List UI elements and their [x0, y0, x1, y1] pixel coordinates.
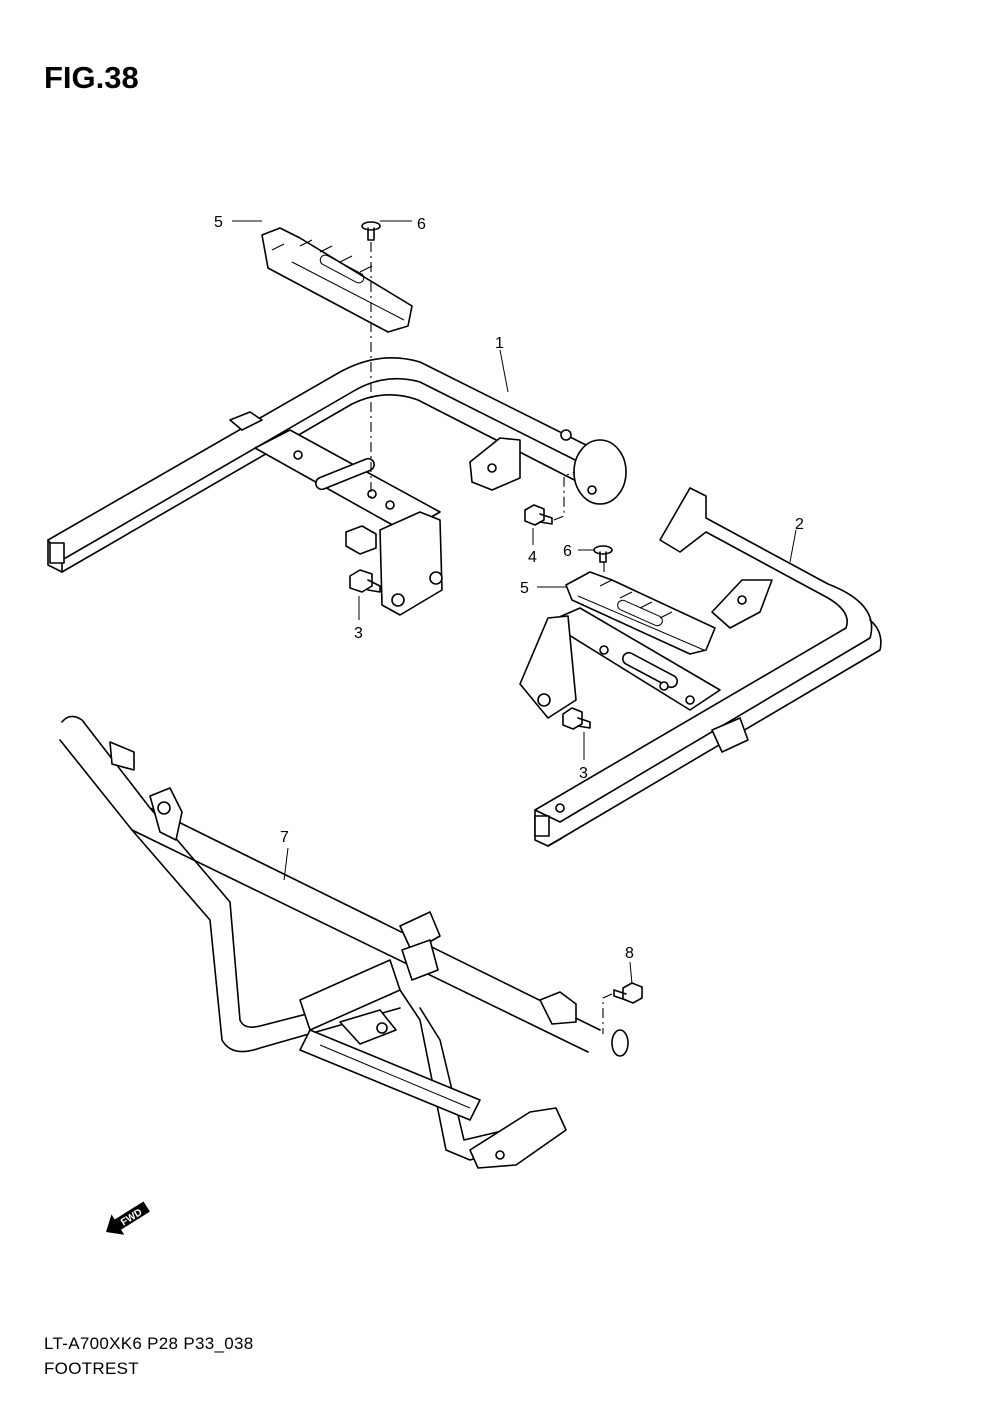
callout-3-lower: 3: [579, 765, 588, 782]
part-8-bolt: [613, 982, 643, 1004]
callout-5-upper: 5: [214, 214, 223, 231]
part-7-front-guard: [59, 715, 629, 1169]
part-5-footpeg-upper: [261, 227, 413, 333]
part-3-bolt-upper: [349, 569, 381, 593]
callout-7: 7: [280, 829, 289, 846]
part-5-footpeg-lower: [565, 571, 716, 655]
callout-1: 1: [495, 335, 504, 352]
callout-6-upper: 6: [417, 216, 426, 233]
fwd-arrow-icon: FWD: [106, 1201, 150, 1235]
figure-code: LT-A700XK6 P28 P33_038: [44, 1334, 254, 1353]
callout-5-lower: 5: [520, 580, 529, 597]
part-6-screw-lower: [593, 545, 613, 563]
callout-4: 4: [528, 549, 537, 566]
part-2-right-footrest-bracket: [519, 487, 882, 847]
callout-8: 8: [625, 945, 634, 962]
figure-caption: FOOTREST: [44, 1359, 139, 1378]
part-3-bolt-lower: [562, 707, 591, 730]
leader-lines: [232, 220, 797, 1034]
part-1-left-footrest-bracket: [47, 357, 627, 616]
callout-2: 2: [795, 516, 804, 533]
figure-title: FIG.38: [44, 60, 139, 95]
callout-3-upper: 3: [354, 625, 363, 642]
callout-6-lower: 6: [563, 543, 572, 560]
callout-numbers: 1 2 3 3 4 5 5 6 6 7 8: [214, 214, 804, 962]
part-4-bolt: [524, 504, 553, 526]
part-6-screw-upper: [361, 221, 381, 241]
